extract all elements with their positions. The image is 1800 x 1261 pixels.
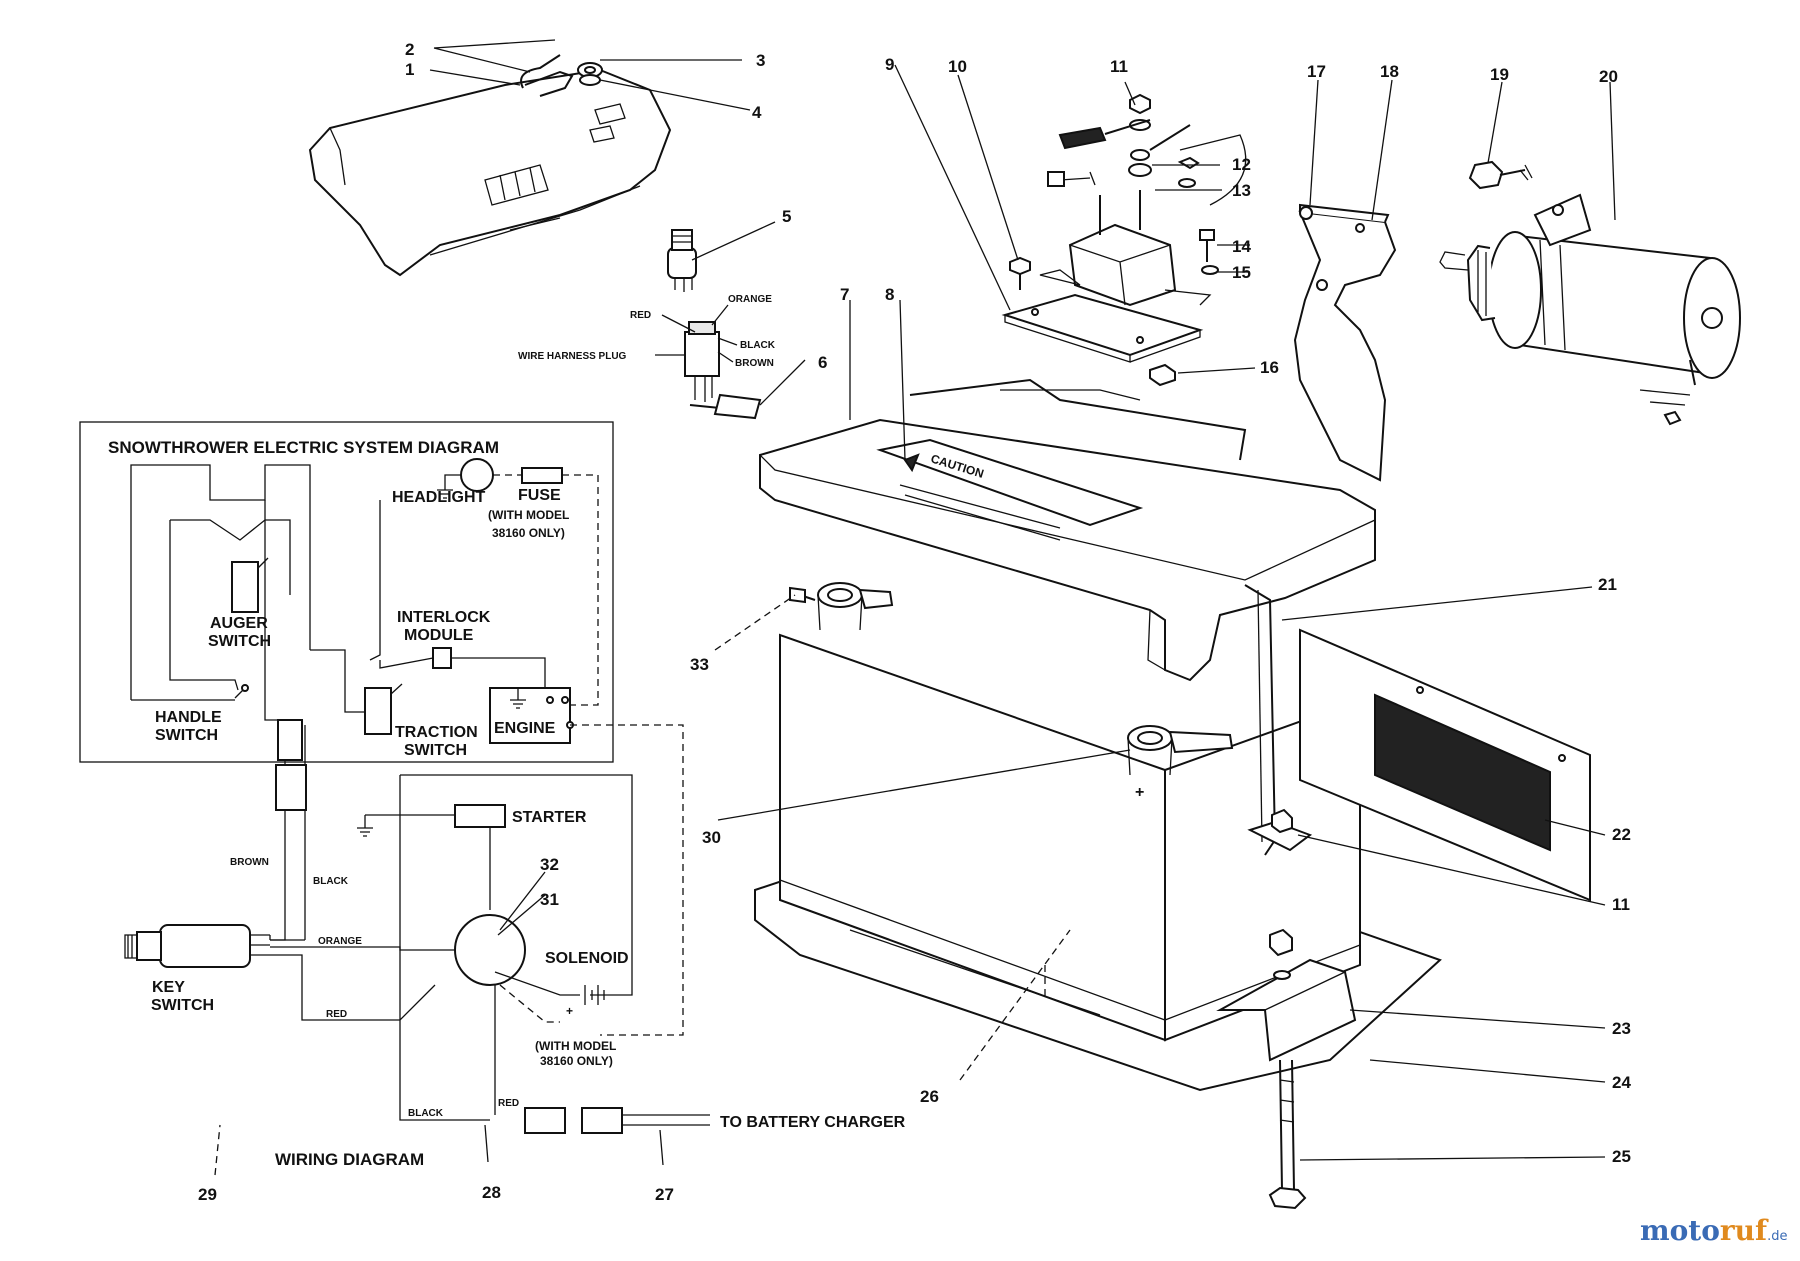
part-number-14: 14 <box>1232 237 1251 256</box>
part-number-18: 18 <box>1380 62 1399 81</box>
part-number-26: 26 <box>920 1087 939 1106</box>
watermark-suffix: .de <box>1767 1229 1787 1244</box>
wiring-model-note-2: 38160 ONLY) <box>540 1054 613 1068</box>
part-number-11-battery: 11 <box>1612 895 1630 914</box>
auger-switch-label-1: AUGER <box>210 615 268 632</box>
part-number-32: 32 <box>540 855 559 874</box>
part-number-6: 6 <box>818 353 827 372</box>
watermark-logo: motoruf.de <box>1640 1214 1787 1247</box>
watermark-part-2: ruf <box>1720 1214 1769 1247</box>
part-number-8: 8 <box>885 285 894 304</box>
solenoid-label: SOLENOID <box>545 950 629 967</box>
brown-wire-label: BROWN <box>230 857 269 868</box>
svg-text:motoruf.de: motoruf.de <box>1640 1214 1787 1247</box>
part-number-4: 4 <box>752 103 762 122</box>
part-number-7: 7 <box>840 285 849 304</box>
wiring-diagram-title: WIRING DIAGRAM <box>275 1150 424 1169</box>
wire-harness-plug-label: WIRE HARNESS PLUG <box>518 351 627 362</box>
fuse-note-1: (WITH MODEL <box>488 508 569 522</box>
part-number-30: 30 <box>702 828 721 847</box>
part-number-2: 2 <box>405 40 414 59</box>
plug-label-leader <box>661 314 696 333</box>
plug-brown-label: BROWN <box>735 358 774 369</box>
plus-mark: + <box>1135 784 1144 801</box>
wiring-model-note-1: (WITH MODEL <box>535 1039 616 1053</box>
system-diagram-title: SNOWTHROWER ELECTRIC SYSTEM DIAGRAM <box>108 438 499 457</box>
interlock-label-1: INTERLOCK <box>397 609 491 626</box>
part-number-12: 12 <box>1232 155 1251 174</box>
part-number-16: 16 <box>1260 358 1279 377</box>
plus-terminal: + <box>566 1004 573 1018</box>
part-number-28: 28 <box>482 1183 501 1202</box>
plug-black-label: BLACK <box>740 340 776 351</box>
part-number-31: 31 <box>540 890 559 909</box>
traction-label-1: TRACTION <box>395 724 478 741</box>
black-wire-label-2: BLACK <box>408 1108 444 1119</box>
watermark-part-1: moto <box>1640 1214 1720 1247</box>
part-number-10: 10 <box>948 57 967 76</box>
part-number-19: 19 <box>1490 65 1509 84</box>
interlock-label-2: MODULE <box>404 627 474 644</box>
part-number-24: 24 <box>1612 1073 1631 1092</box>
part-number-13: 13 <box>1232 181 1251 200</box>
wiring-diagram: KEY SWITCH BROWN BLACK ORANGE RED STARTE… <box>124 719 906 1169</box>
key-switch-part <box>667 229 697 292</box>
red-wire-label-2: RED <box>498 1098 519 1109</box>
part-number-3: 3 <box>756 51 765 70</box>
engine-label: ENGINE <box>494 720 556 737</box>
plug-label-leader <box>717 337 738 346</box>
handle-switch-label-1: HANDLE <box>155 709 222 726</box>
part-number-17: 17 <box>1307 62 1326 81</box>
handle-switch-label-2: SWITCH <box>155 727 218 744</box>
battery-part: CAUTION + <box>754 378 1591 1210</box>
part-number-27: 27 <box>655 1185 674 1204</box>
starter-label: STARTER <box>512 809 587 826</box>
leader-lines <box>214 39 1616 1176</box>
system-diagram-box: SNOWTHROWER ELECTRIC SYSTEM DIAGRAM HEAD… <box>79 421 684 1036</box>
part-number-21: 21 <box>1598 575 1617 594</box>
control-panel <box>308 54 672 277</box>
black-wire-label-1: BLACK <box>313 876 349 887</box>
part-number-9: 9 <box>885 55 894 74</box>
headlight-label: HEADLIGHT <box>392 489 486 506</box>
fuse-note-2: 38160 ONLY) <box>492 526 565 540</box>
plug-label-leader <box>711 304 729 326</box>
fuse-label: FUSE <box>518 487 561 504</box>
part-number-15: 15 <box>1232 263 1251 282</box>
solenoid-part <box>1001 93 1247 387</box>
wire-harness-plug <box>684 321 762 420</box>
key-switch-label-2: SWITCH <box>151 997 214 1014</box>
plug-orange-label: ORANGE <box>728 294 772 305</box>
key-switch-label-1: KEY <box>152 979 185 996</box>
orange-wire-label: ORANGE <box>318 936 362 947</box>
part-number-33: 33 <box>690 655 709 674</box>
part-number-11: 11 <box>1110 57 1128 76</box>
part-number-22: 22 <box>1612 825 1631 844</box>
starter-motor-part <box>1439 160 1741 426</box>
part-number-23: 23 <box>1612 1019 1631 1038</box>
part-number-29: 29 <box>198 1185 217 1204</box>
part-number-20: 20 <box>1599 67 1618 86</box>
red-wire-label-1: RED <box>326 1009 347 1020</box>
part-number-25: 25 <box>1612 1147 1631 1166</box>
traction-label-2: SWITCH <box>404 742 467 759</box>
to-battery-charger-label: TO BATTERY CHARGER <box>720 1114 906 1131</box>
plug-red-label: RED <box>630 310 651 321</box>
part-number-5: 5 <box>782 207 791 226</box>
auger-switch-label-2: SWITCH <box>208 633 271 650</box>
part-number-1: 1 <box>405 60 414 79</box>
bracket-part <box>1293 203 1397 482</box>
plug-label-leader <box>717 351 734 363</box>
